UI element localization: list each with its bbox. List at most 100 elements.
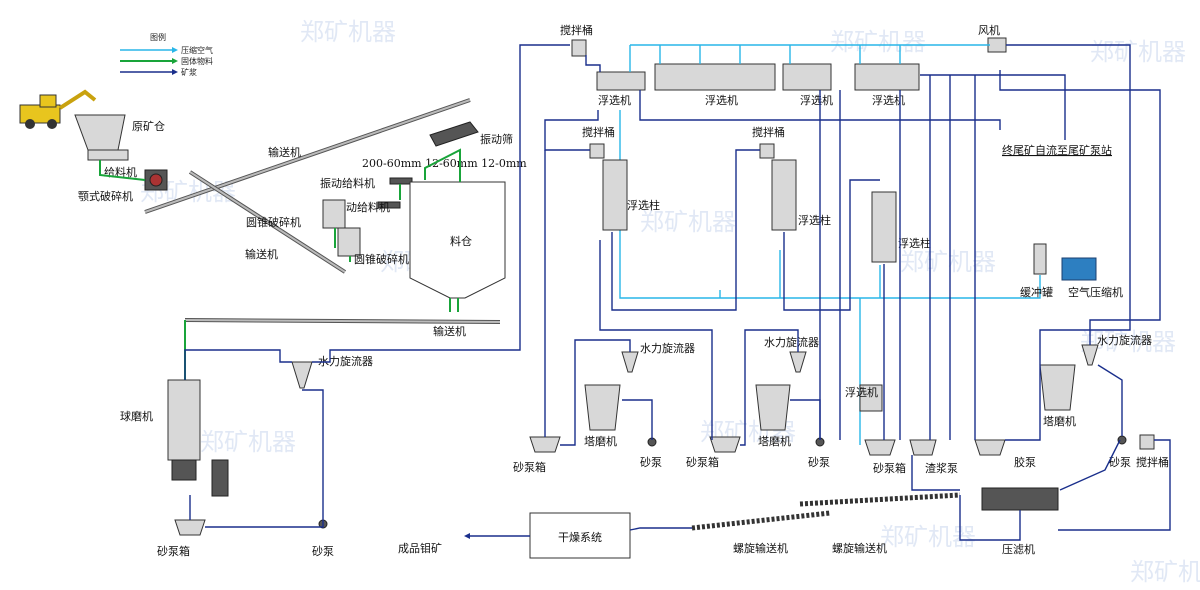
label-agitator-3: 搅拌桶 [752, 125, 785, 139]
label-sand-pump-box-1: 砂泵箱 [157, 544, 190, 558]
flow-slurry [184, 349, 292, 380]
legend-label-solid: 固体物料 [181, 56, 213, 66]
label-column-3: 浮选柱 [898, 236, 931, 250]
conveyor-2: 输送机 [188, 170, 347, 274]
label-tower-mill-3: 塔磨机 [1043, 414, 1076, 428]
conveyor-belt-top [184, 319, 501, 323]
flow-slurry [599, 240, 713, 440]
sand-pump-box-3: 砂泵箱 [686, 436, 741, 469]
buffer-tank: 缓冲罐 [1020, 243, 1053, 299]
pump-box [709, 436, 741, 453]
flow-slurry [1097, 364, 1123, 436]
watermark: 郑矿机器 [900, 248, 996, 276]
sand-pump-box-2: 砂泵箱 [513, 436, 561, 474]
label-sand-pump-3: 砂泵 [808, 456, 830, 469]
flow-solid [449, 298, 459, 312]
sand-pump-1: 砂泵 [312, 519, 334, 558]
loader-wheel [47, 119, 57, 129]
raw-ore-bin: 原矿仓 [74, 114, 165, 151]
vibrating-feeder-2: 振动给料机 [335, 200, 401, 214]
flow-slurry [1058, 439, 1171, 531]
label-ball-mill: 球磨机 [120, 409, 153, 423]
ball-mill-base [171, 459, 197, 481]
label-raw-bin: 原矿仓 [132, 119, 165, 133]
agitator-body [1139, 434, 1155, 450]
screw-conveyor-2: 螺旋输送机 [799, 492, 961, 555]
legend-label-slurry: 矿浆 [181, 67, 197, 77]
flow-slurry [611, 149, 760, 311]
column-body [771, 159, 797, 231]
feeder-body [377, 201, 401, 209]
pump-box [864, 439, 896, 456]
label-cone-crusher-1: 圆锥破碎机 [246, 215, 301, 229]
loader-arm [58, 89, 97, 110]
loader-cab [39, 94, 57, 108]
label-sand-pump-4: 砂泵 [1109, 456, 1131, 469]
watermark: 郑矿机器 [1130, 558, 1200, 586]
tower-mill-body [755, 384, 791, 431]
flotation-bank-2: 浮选机 [654, 63, 776, 107]
feeder-body [87, 149, 129, 161]
hydrocyclone-2: 水力旋流器 [621, 341, 695, 373]
ball-mill: 球磨机 [120, 379, 229, 497]
flotation-bank-4: 浮选机 [854, 63, 920, 107]
agitator-2: 搅拌桶 [582, 125, 615, 159]
flow-slurry [312, 44, 570, 363]
hydrocyclone-3: 水力旋流器 [764, 335, 819, 373]
legend-arrow-solid [172, 58, 178, 64]
sand-pump-3: 砂泵 [808, 437, 830, 469]
label-vibrating-feeder-1: 振动给料机 [320, 176, 375, 190]
slurry-pipes [544, 44, 1171, 541]
flow-air [629, 44, 990, 72]
jaw-crusher: 颚式破碎机 [78, 169, 168, 203]
flotation-cells [854, 63, 920, 91]
label-sand-pump-1: 砂泵 [312, 545, 334, 558]
label-flotation-2: 浮选机 [705, 93, 738, 107]
hydrocyclone-1: 水力旋流器 [291, 354, 373, 389]
legend-title: 图例 [150, 32, 166, 42]
watermark: 郑矿机器 [200, 428, 296, 456]
column-2: 浮选柱 [771, 159, 831, 231]
label-buffer-tank: 缓冲罐 [1020, 285, 1053, 299]
filter-press: 压滤机 [981, 487, 1059, 556]
solid-flows [99, 148, 461, 380]
watermark-layer: 郑矿机器 郑矿机器 郑矿机器 郑矿机器 郑矿机器 郑矿机器 郑矿机器 郑矿机器 … [140, 18, 1200, 586]
label-air-compressor: 空气压缩机 [1068, 285, 1123, 299]
flow-slurry [560, 339, 631, 446]
flow-slurry [629, 527, 692, 531]
flotation-bank-1: 浮选机 [596, 71, 646, 107]
legend-label-air: 压缩空气 [181, 45, 213, 55]
buffer-tank-body [1033, 243, 1047, 275]
flow-air [619, 110, 1041, 445]
screw-flight [691, 510, 831, 531]
label-agitator-2: 搅拌桶 [582, 125, 615, 139]
watermark: 郑矿机器 [300, 18, 396, 46]
flow-slurry [622, 399, 653, 440]
column-body [871, 191, 897, 263]
label-hydrocyclone-4: 水力旋流器 [1097, 333, 1152, 347]
flow-slurry [920, 74, 1066, 140]
hydrocyclone-body [621, 351, 639, 373]
label-slurry-pump: 渣浆泵 [925, 461, 958, 475]
flow-solid [99, 160, 146, 181]
tower-mill-3: 塔磨机 [1039, 364, 1076, 428]
flow-slurry [1059, 439, 1121, 491]
label-tower-mill-2: 塔磨机 [758, 434, 791, 448]
flow-air [719, 250, 881, 298]
loader-truck [19, 89, 97, 129]
flow-slurry [911, 455, 1021, 541]
cone-crusher-body [322, 199, 346, 229]
watermark: 郑矿机器 [830, 28, 926, 56]
pump-box [974, 439, 1006, 456]
material-bin-body [409, 181, 506, 299]
loader-wheel [25, 119, 35, 129]
column-1: 浮选柱 [602, 159, 660, 231]
legend-arrow-air [172, 47, 178, 53]
agitator-top: 搅拌桶 [560, 23, 593, 57]
conveyor-belt-top [144, 99, 471, 213]
raw-bin-hopper [74, 114, 126, 151]
material-bin: 料仓 [409, 181, 506, 299]
conveyor-3: 输送机 [184, 318, 501, 338]
watermark: 郑矿机器 [640, 208, 736, 236]
sand-pump-2: 砂泵 [640, 437, 662, 469]
